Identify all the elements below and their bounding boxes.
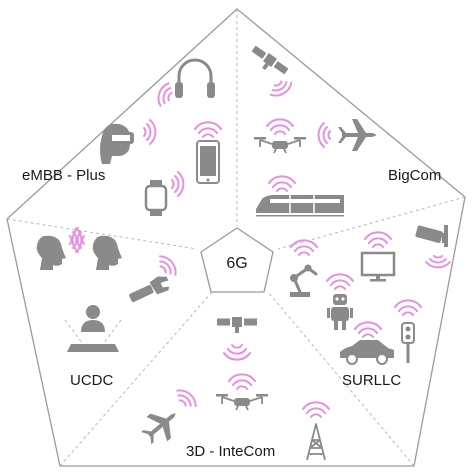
sector-label-embb: eMBB - Plus bbox=[22, 167, 105, 184]
robot-hand-icon bbox=[129, 276, 170, 303]
robot-arm-icon bbox=[290, 264, 318, 297]
sector-label-ucdc: UCDC bbox=[70, 372, 113, 389]
cctv-camera-icon bbox=[415, 225, 448, 247]
headphones-icon bbox=[175, 58, 215, 98]
smartwatch-icon bbox=[144, 180, 168, 216]
sector-bigcom: BigCom bbox=[247, 44, 441, 217]
sector-label-surllc: SURLLC bbox=[342, 372, 401, 389]
monitor-icon bbox=[360, 251, 396, 282]
train-icon bbox=[256, 195, 344, 217]
sector-surllc: SURLLC bbox=[290, 225, 451, 389]
cell-tower-icon bbox=[306, 423, 326, 461]
center-pentagon bbox=[200, 227, 274, 293]
sector-intecom: 3D - InteCom bbox=[135, 317, 330, 461]
sector-label-intecom: 3D - InteCom bbox=[186, 443, 275, 460]
robot-icon bbox=[327, 294, 353, 330]
vr-headset-icon bbox=[100, 123, 134, 164]
sector-dividers bbox=[6, 9, 466, 467]
center-label: 6G bbox=[226, 255, 247, 272]
sector-embb: eMBB - Plus bbox=[22, 58, 222, 216]
sector-label-bigcom: BigCom bbox=[388, 167, 441, 184]
traffic-light-icon bbox=[401, 322, 415, 363]
sector-ucdc: UCDC bbox=[36, 227, 181, 389]
smartphone-icon bbox=[196, 140, 220, 184]
car-icon bbox=[340, 340, 394, 365]
hologram-person-icon bbox=[64, 305, 122, 352]
